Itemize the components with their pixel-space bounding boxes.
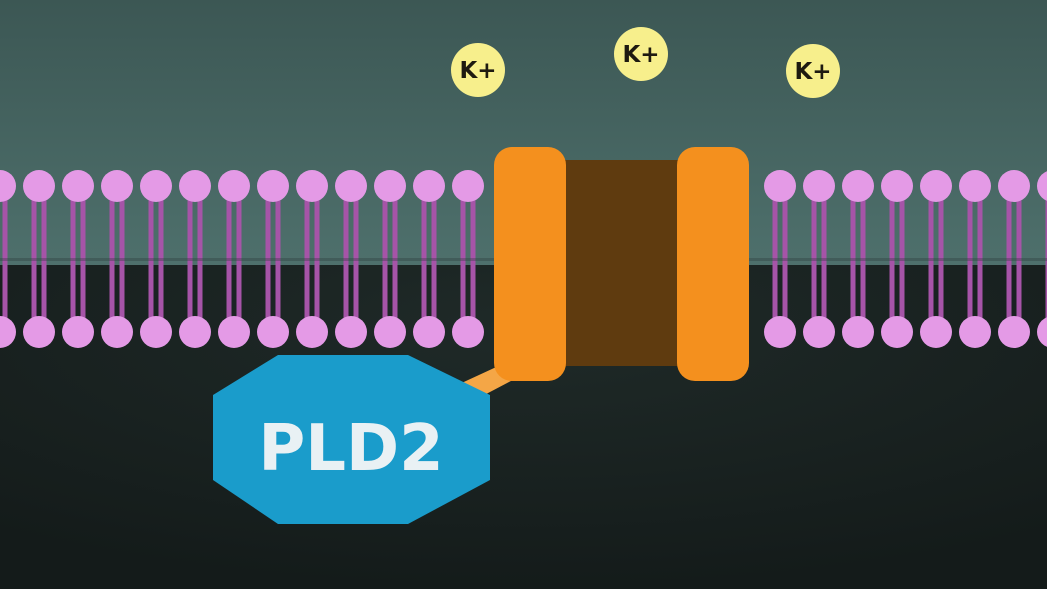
ion-k-3: K+	[786, 44, 840, 98]
lipid-molecule	[764, 170, 796, 348]
lipid-molecule	[413, 170, 445, 348]
ion-k-2: K+	[614, 27, 668, 81]
lipid-molecule	[179, 170, 211, 348]
lipid-molecule	[959, 170, 991, 348]
lipid-molecule	[803, 170, 835, 348]
ion-label: K+	[459, 58, 496, 84]
lipid-molecule	[920, 170, 952, 348]
ion-k-1: K+	[451, 43, 505, 97]
enzyme-label: PLD2	[258, 412, 443, 486]
lipid-molecule	[335, 170, 367, 348]
enzyme-body	[213, 355, 490, 524]
lipid-bilayer	[0, 170, 1047, 348]
lipid-molecule	[998, 170, 1030, 348]
channel-subunit-right	[677, 147, 749, 381]
lipid-molecule	[452, 170, 484, 348]
ion-label: K+	[794, 59, 831, 85]
lipid-molecule	[842, 170, 874, 348]
lipid-molecule	[1037, 171, 1047, 347]
lipid-molecule	[0, 170, 16, 348]
lipid-molecule	[23, 170, 55, 348]
lipid-molecule	[881, 170, 913, 348]
lipid-molecule	[296, 170, 328, 348]
lipid-molecule	[218, 170, 250, 348]
lipid-molecule	[62, 170, 94, 348]
channel-pore	[548, 160, 696, 366]
lipid-molecule	[101, 170, 133, 348]
lipid-molecule	[257, 170, 289, 348]
lipid-molecule	[140, 170, 172, 348]
potassium-channel	[494, 147, 749, 381]
lipid-molecule	[374, 170, 406, 348]
channel-subunit-left	[494, 147, 566, 381]
ion-label: K+	[622, 42, 659, 68]
pld2-enzyme: PLD2	[213, 355, 490, 524]
